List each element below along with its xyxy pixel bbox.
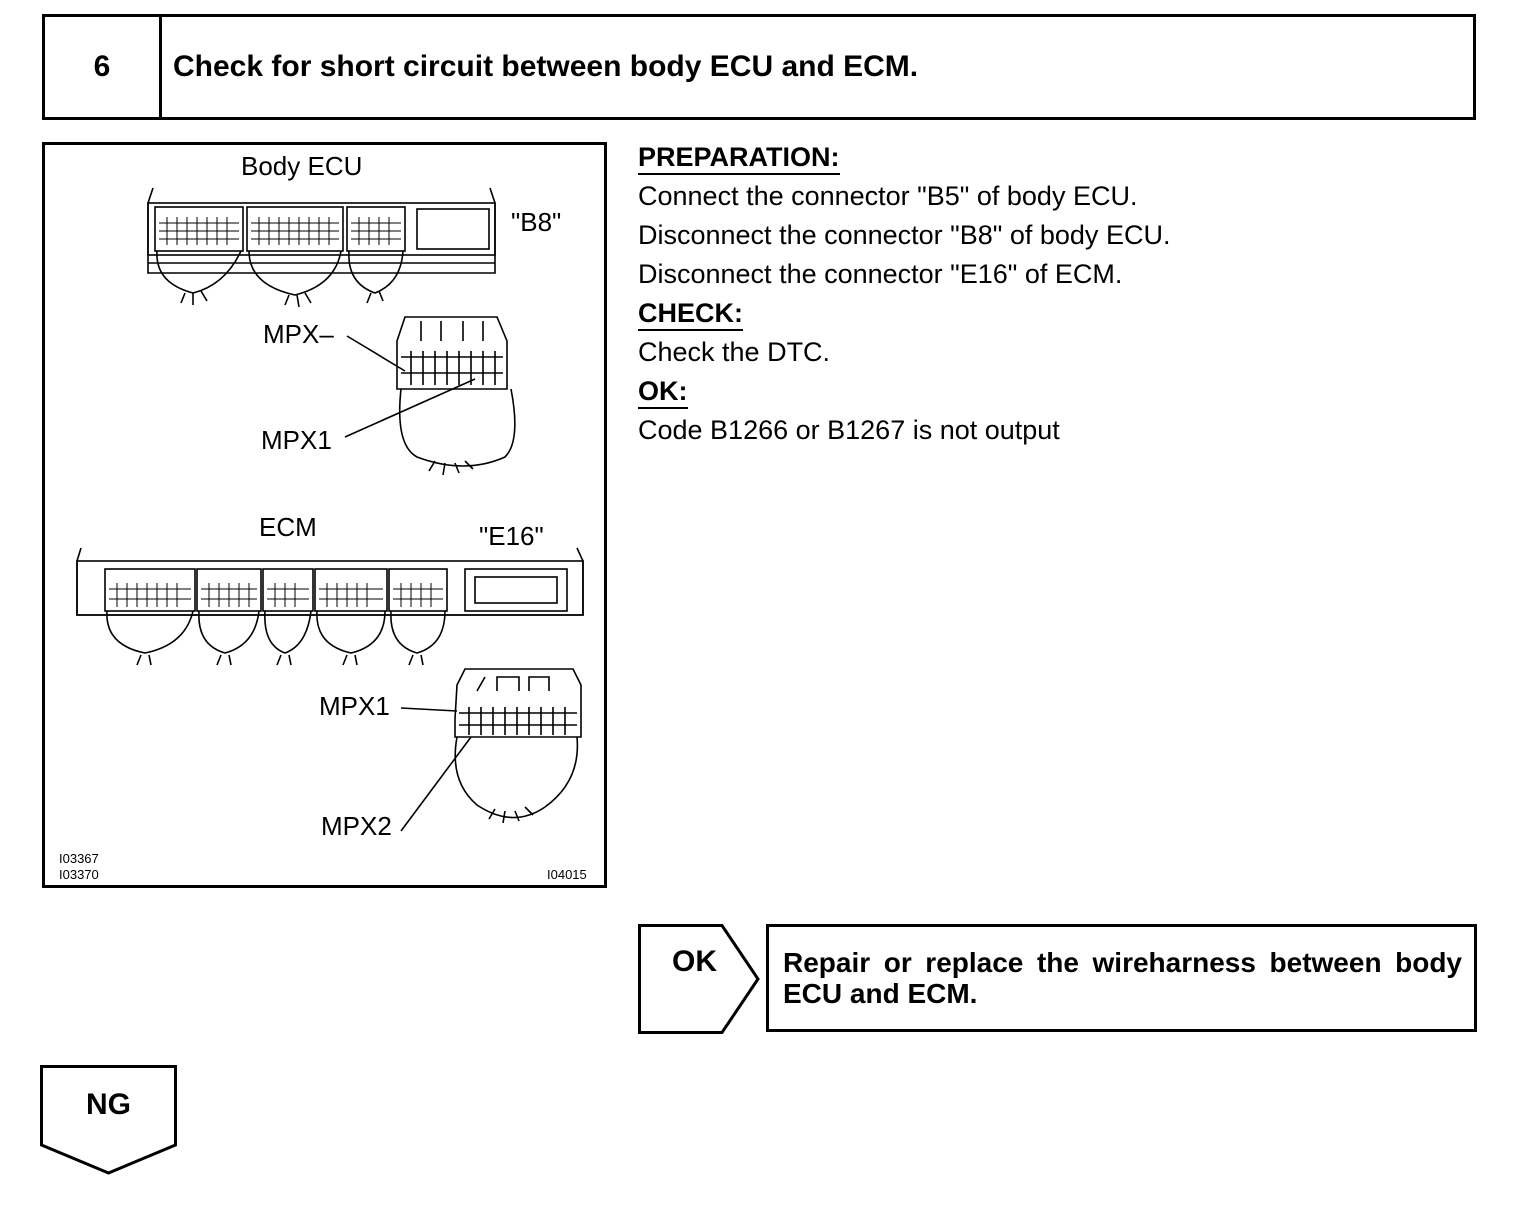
step-header: 6 Check for short circuit between body E… bbox=[42, 14, 1476, 120]
connector-diagram: Body ECU "B8" MPX– MPX1 ECM "E16" MPX1 M… bbox=[42, 142, 607, 888]
mpx-minus-label: MPX– bbox=[263, 319, 334, 349]
preparation-step: Disconnect the connector "E16" of ECM. bbox=[638, 259, 1123, 289]
figure-code: I03367 bbox=[59, 851, 99, 866]
step-number: 6 bbox=[45, 17, 162, 117]
mpx1-lower-label: MPX1 bbox=[319, 691, 390, 721]
ng-arrow-icon bbox=[40, 1065, 177, 1175]
figure-code: I04015 bbox=[547, 867, 587, 882]
check-step: Check the DTC. bbox=[638, 337, 831, 367]
b8-connector-label: "B8" bbox=[511, 207, 562, 237]
mpx1-upper-label: MPX1 bbox=[261, 425, 332, 455]
ok-result-action: Repair or replace the wireharness betwee… bbox=[766, 924, 1477, 1032]
ecm-connector-closeup bbox=[400, 668, 582, 832]
ok-heading: OK: bbox=[638, 375, 688, 409]
e16-connector-label: "E16" bbox=[479, 521, 544, 551]
ecm-label: ECM bbox=[259, 512, 317, 542]
ok-criteria: Code B1266 or B1267 is not output bbox=[638, 415, 1060, 445]
body-ecu-drawing bbox=[147, 187, 496, 308]
ok-result-label: OK bbox=[672, 945, 717, 978]
preparation-step: Connect the connector "B5" of body ECU. bbox=[638, 181, 1138, 211]
figure-code: I03370 bbox=[59, 867, 99, 882]
step-title: Check for short circuit between body ECU… bbox=[173, 50, 919, 83]
ok-arrow-icon bbox=[638, 924, 760, 1034]
connector-illustration bbox=[76, 187, 584, 832]
ecm-drawing bbox=[76, 547, 584, 666]
instructions: PREPARATION: Connect the connector "B5" … bbox=[638, 138, 1498, 450]
mpx2-label: MPX2 bbox=[321, 811, 392, 841]
preparation-step: Disconnect the connector "B8" of body EC… bbox=[638, 220, 1171, 250]
ng-result-label: NG bbox=[86, 1088, 131, 1121]
body-ecu-connector-closeup bbox=[344, 316, 516, 476]
check-heading: CHECK: bbox=[638, 297, 743, 331]
preparation-heading: PREPARATION: bbox=[638, 141, 840, 175]
body-ecu-label: Body ECU bbox=[241, 151, 363, 181]
